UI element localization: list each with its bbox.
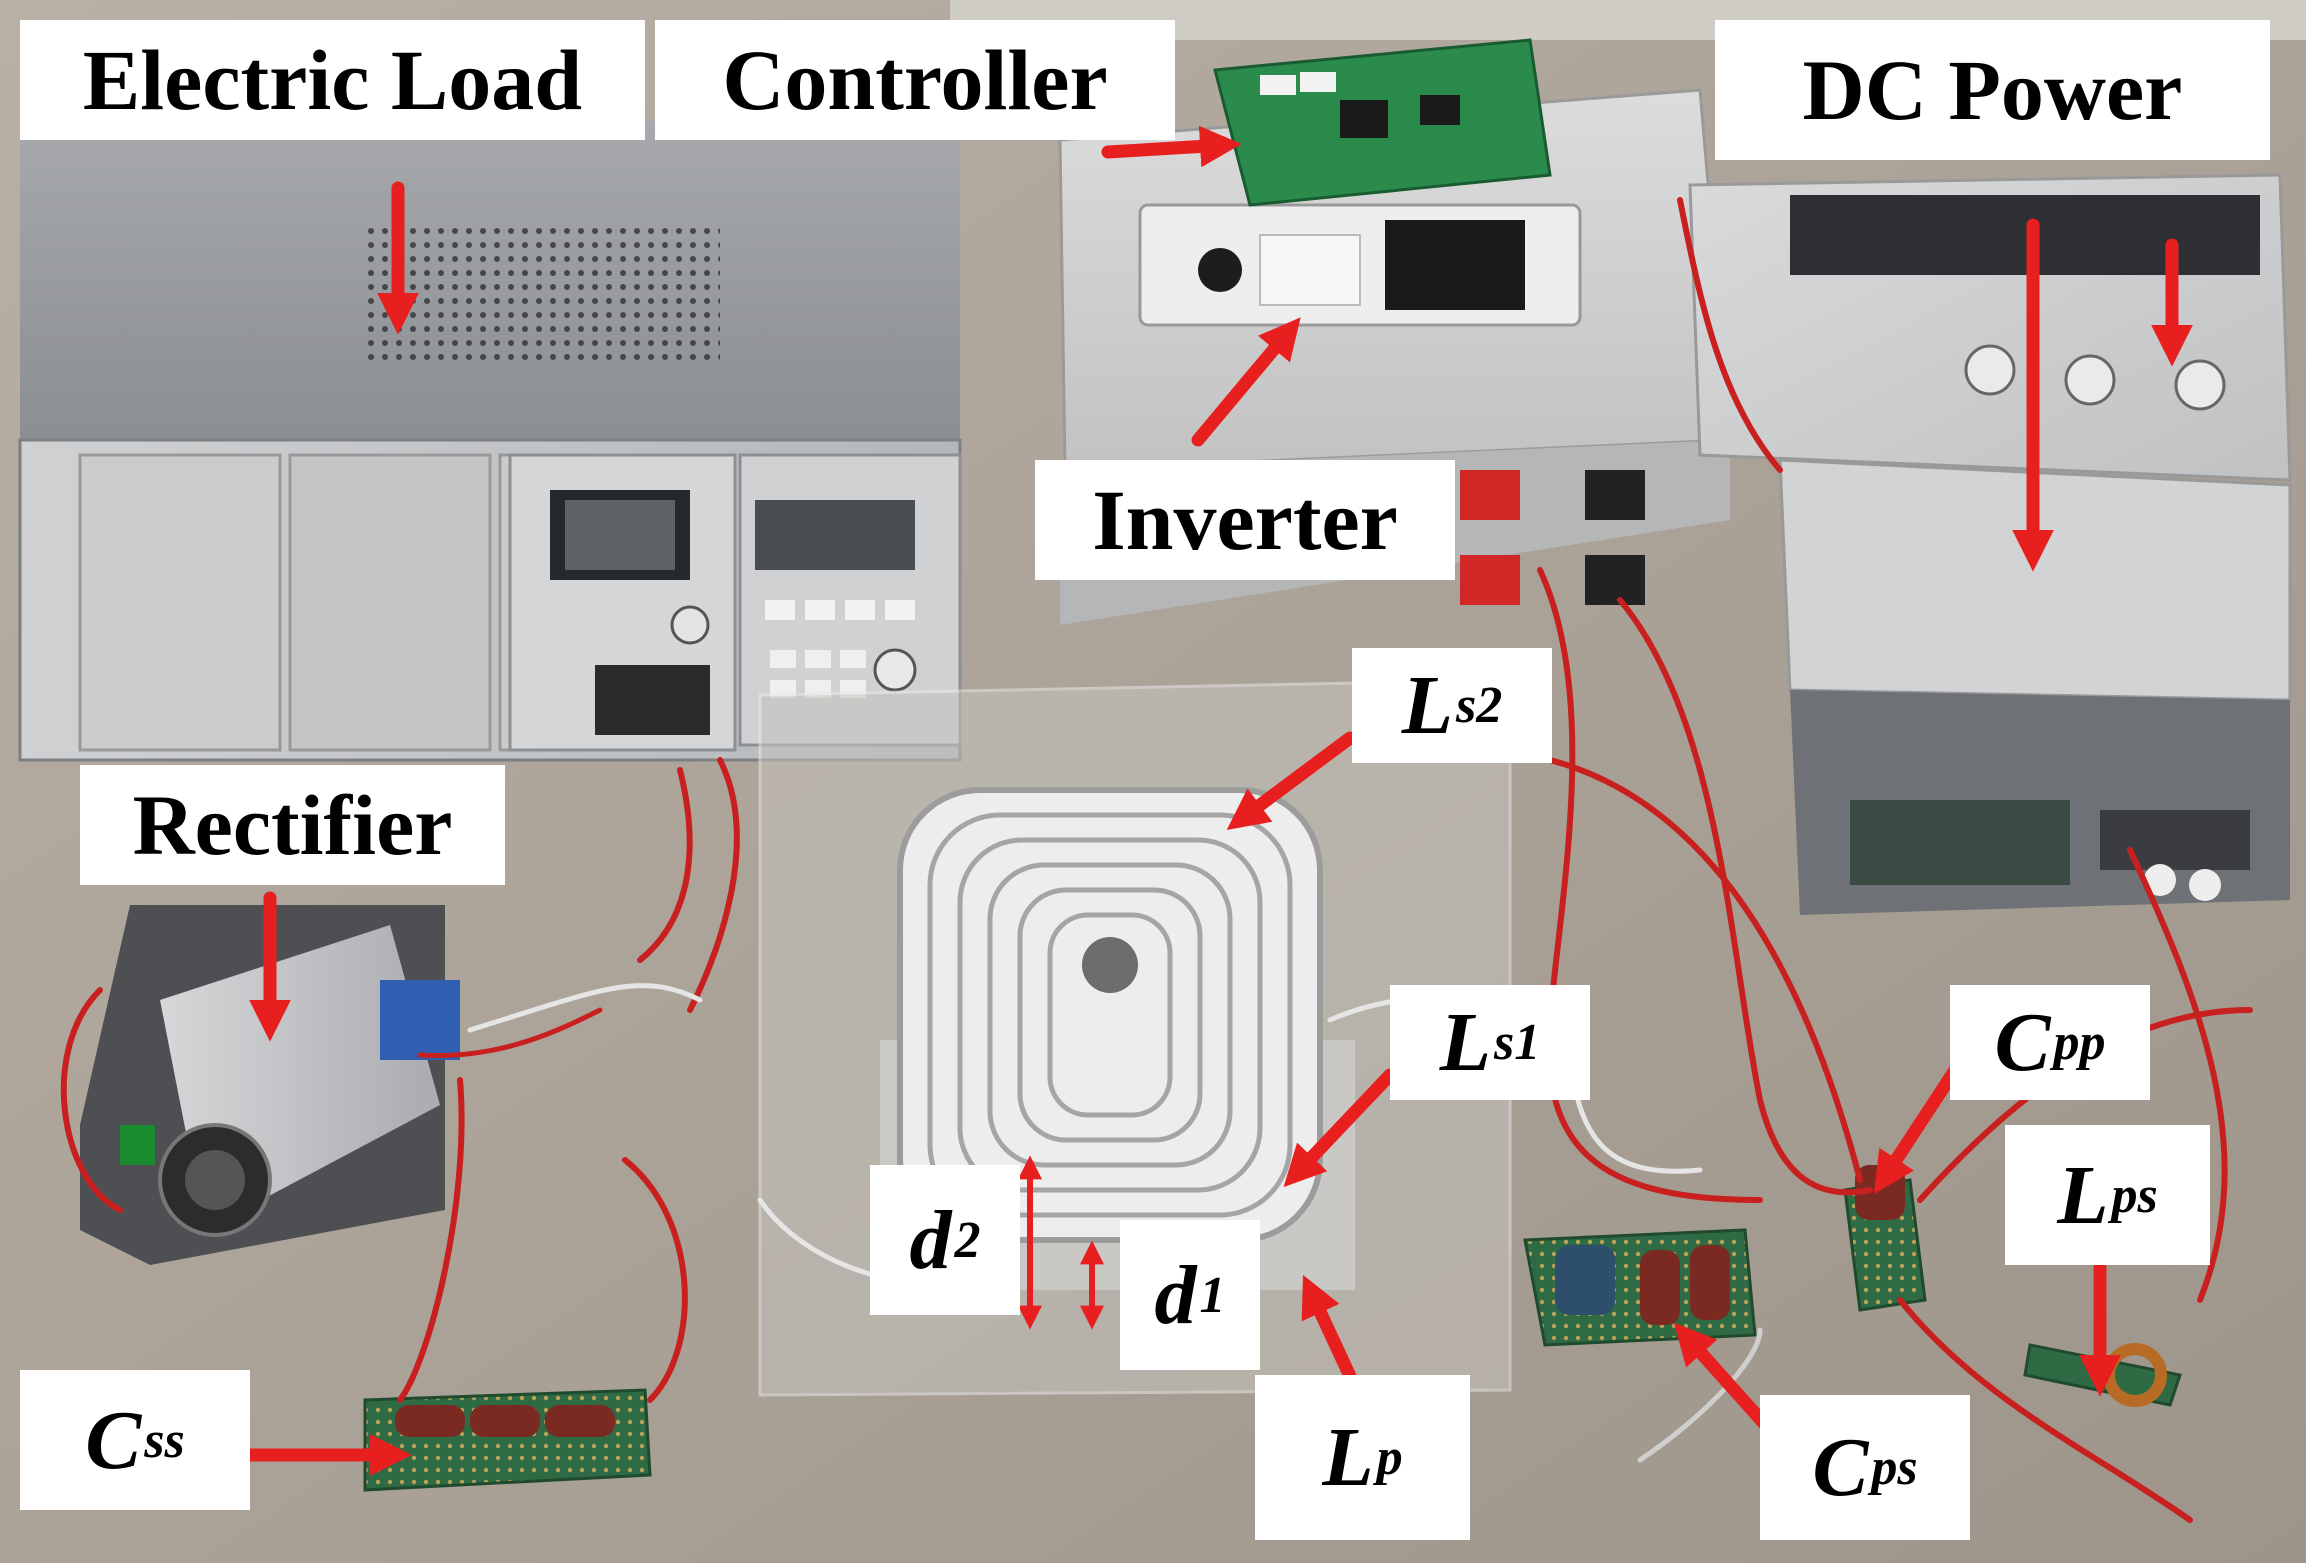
label-electric-load: Electric Load	[20, 20, 645, 140]
capacitor-boards	[363, 1165, 2182, 1492]
label-inverter: Inverter	[1035, 460, 1455, 580]
electric-load-device	[18, 120, 962, 762]
label-dc-power: DC Power	[1715, 20, 2270, 160]
label-controller: Controller	[655, 20, 1175, 140]
arrow-cps	[1673, 1322, 1777, 1437]
dc-power-device	[1688, 173, 2292, 915]
arrow-cpp	[1873, 1063, 1962, 1194]
label-rectifier: Rectifier	[80, 765, 505, 885]
arrow-ls2	[1226, 731, 1357, 830]
arrow-inverter	[1191, 317, 1301, 447]
annotation-arrows	[243, 125, 2193, 1476]
rectifier-device	[80, 905, 460, 1265]
arrow-ls1	[1283, 1068, 1397, 1188]
controller-board	[1213, 38, 1552, 207]
arrow-controller	[1101, 125, 1242, 168]
wiring	[60, 197, 2253, 1523]
